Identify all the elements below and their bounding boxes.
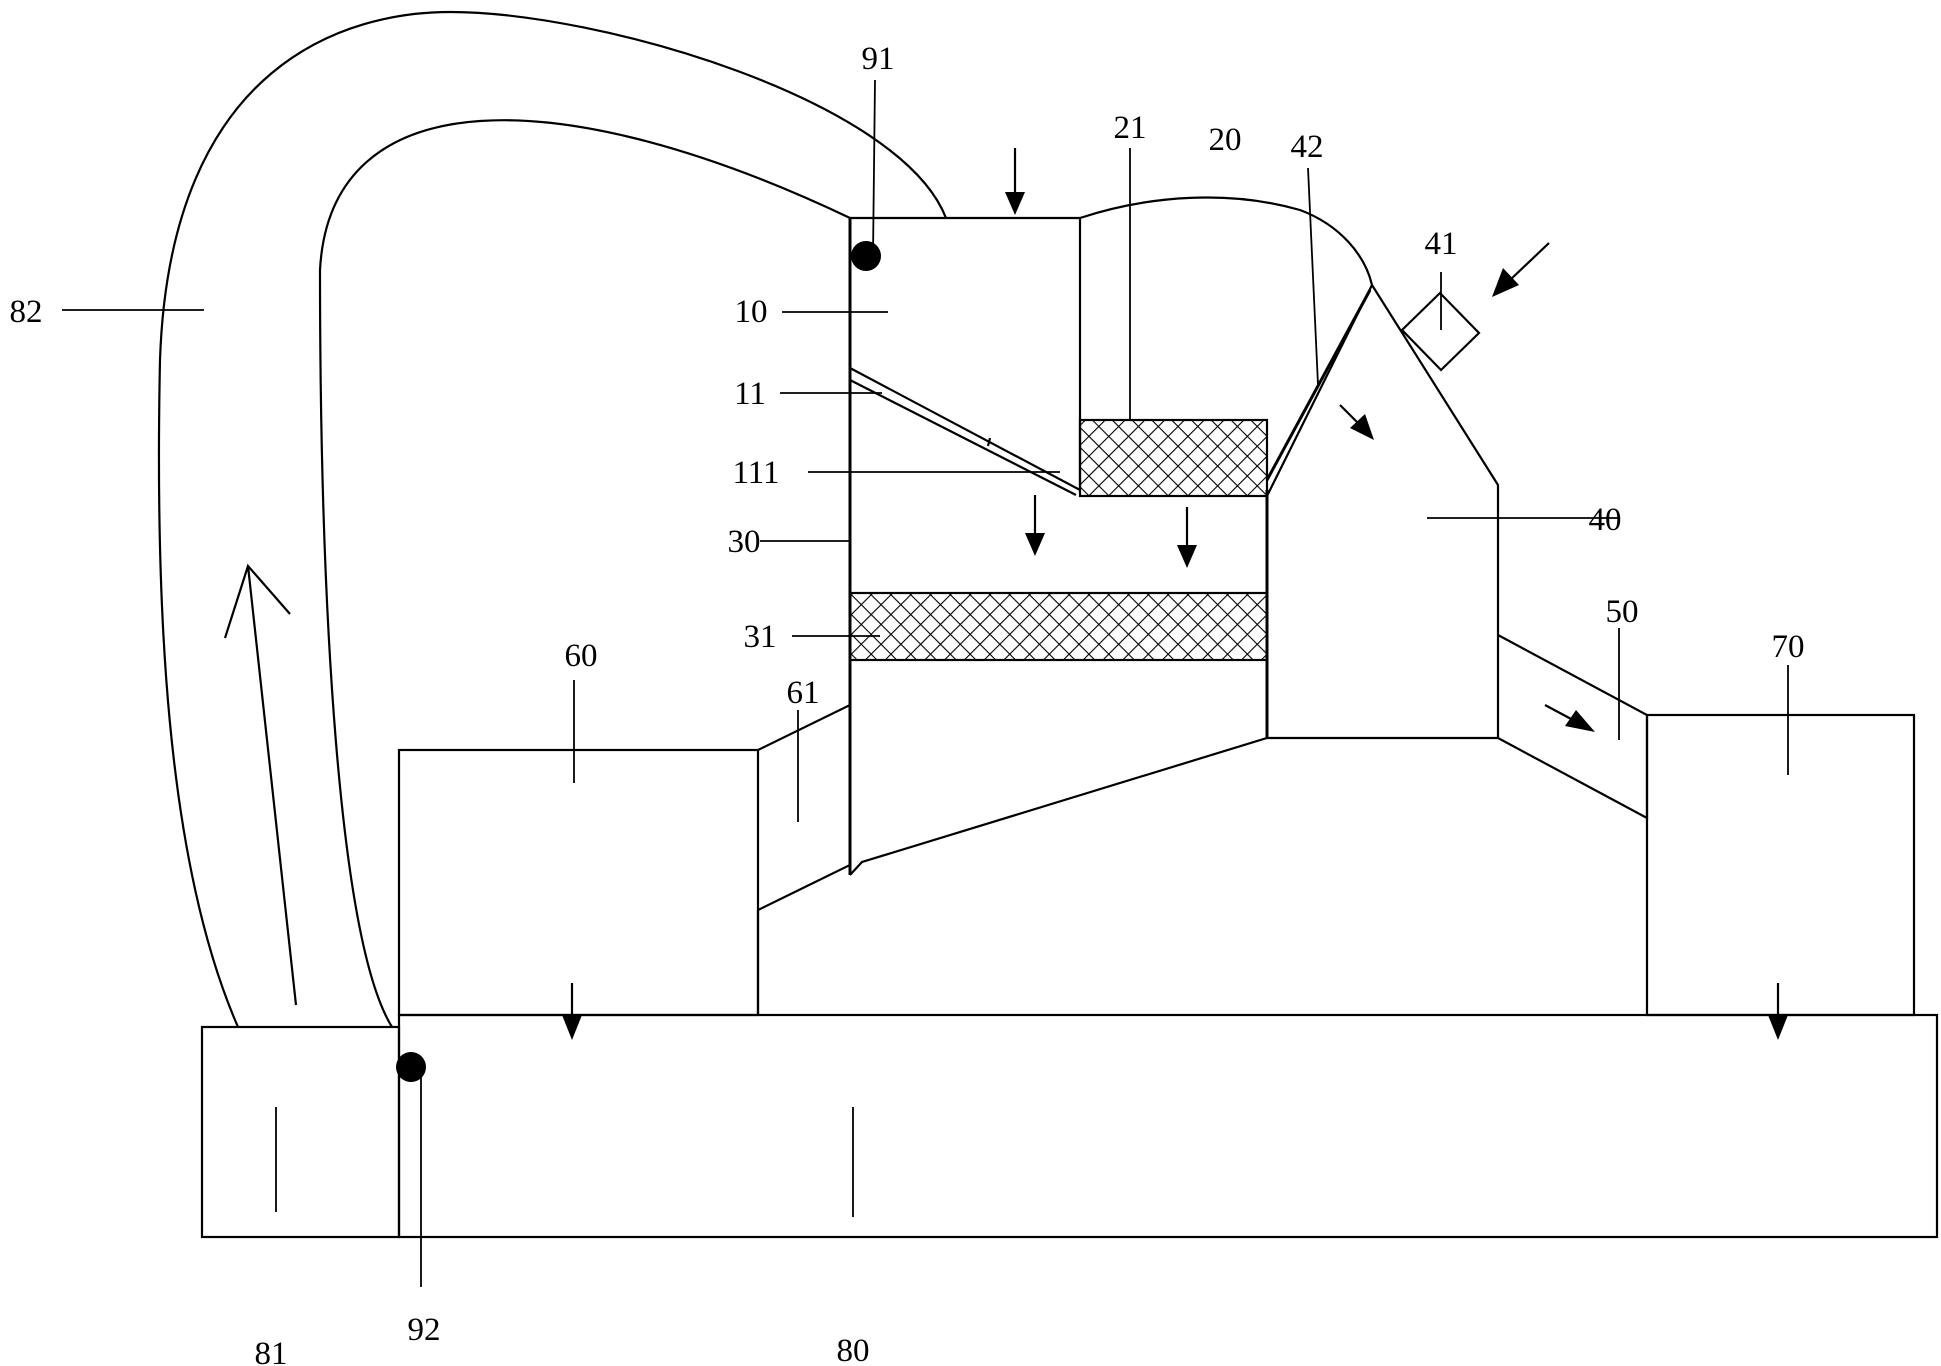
box-60 bbox=[397, 748, 760, 1017]
label-50: 50 bbox=[1606, 594, 1639, 630]
sensor-92-dot bbox=[396, 1052, 426, 1082]
label-42: 42 bbox=[1291, 129, 1324, 165]
body-40 bbox=[1265, 282, 1500, 738]
label-40: 40 bbox=[1589, 502, 1622, 538]
arrow-60-down bbox=[562, 983, 582, 1040]
arrow-82-up bbox=[223, 563, 298, 1006]
arrow-41-inlet bbox=[1492, 242, 1550, 297]
return-duct-82 bbox=[157, 10, 948, 1028]
label-10: 10 bbox=[735, 294, 768, 330]
arrow-inlet-down bbox=[1005, 148, 1025, 215]
label-80: 80 bbox=[837, 1333, 870, 1366]
box-81 bbox=[200, 1025, 401, 1239]
filter-21 bbox=[1078, 418, 1269, 498]
base-80 bbox=[397, 1013, 1939, 1239]
label-20: 20 bbox=[1209, 122, 1242, 158]
nozzle-41 bbox=[1400, 291, 1481, 372]
label-70: 70 bbox=[1772, 629, 1805, 665]
label-60: 60 bbox=[565, 638, 598, 674]
chamber-10-30 bbox=[848, 216, 1498, 876]
arrow-30-right-down bbox=[1177, 507, 1197, 568]
label-30: 30 bbox=[728, 524, 761, 560]
connector-61 bbox=[756, 703, 852, 1015]
label-81: 81 bbox=[255, 1336, 288, 1366]
sensor-91-dot bbox=[851, 241, 881, 271]
box-70 bbox=[1645, 713, 1916, 1017]
label-82: 82 bbox=[10, 294, 43, 330]
label-11: 11 bbox=[734, 376, 766, 412]
reference-numerals: 82 91 21 20 42 41 10 11 111 30 40 50 31 … bbox=[10, 41, 1805, 1366]
dome-20 bbox=[1079, 196, 1374, 286]
arrow-40-diag bbox=[1339, 404, 1374, 440]
label-91: 91 bbox=[862, 41, 895, 77]
label-41: 41 bbox=[1425, 226, 1458, 262]
label-21: 21 bbox=[1114, 110, 1147, 146]
label-31: 31 bbox=[744, 619, 777, 655]
inclined-plate-11 bbox=[849, 367, 1081, 496]
label-111: 111 bbox=[732, 455, 779, 491]
connector-50 bbox=[1497, 634, 1649, 820]
label-92: 92 bbox=[408, 1312, 441, 1348]
leader-lines bbox=[62, 79, 1789, 1287]
arrow-50-diag bbox=[1544, 704, 1595, 732]
arrow-70-down bbox=[1768, 983, 1788, 1040]
filter-31 bbox=[848, 591, 1269, 662]
label-61: 61 bbox=[787, 675, 820, 711]
arrow-30-left-down bbox=[1025, 495, 1045, 556]
